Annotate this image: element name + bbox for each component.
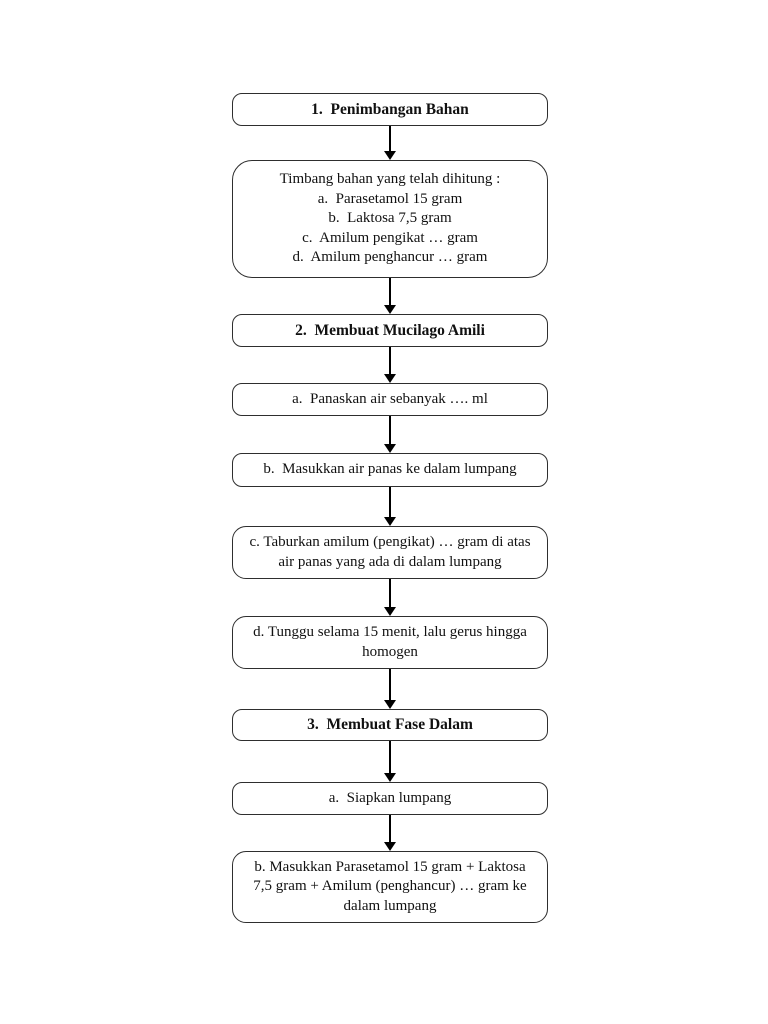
arrow-shaft: [389, 416, 391, 445]
arrow-shaft: [389, 579, 391, 608]
arrow-head: [384, 444, 396, 453]
flow-node-step-3-title: 3. Membuat Fase Dalam: [232, 709, 548, 741]
flow-node-line: d. Tunggu selama 15 menit, lalu gerus hi…: [253, 624, 527, 640]
arrow-shaft: [389, 741, 391, 774]
flow-node-line: dalam lumpang: [343, 897, 437, 914]
arrow-head: [384, 773, 396, 782]
flow-node-line: a. Siapkan lumpang: [328, 789, 452, 806]
arrow-head: [384, 517, 396, 526]
flow-arrow-down-icon: [232, 815, 548, 851]
flow-node-line: homogen: [362, 643, 418, 660]
flow-arrow-down-icon: [232, 278, 548, 314]
flow-arrow-down-icon: [232, 416, 548, 453]
arrow-shaft: [389, 669, 391, 701]
arrow-head: [384, 607, 396, 616]
flow-arrow-down-icon: [232, 669, 548, 709]
flow-node-line: a. Parasetamol 15 gram: [317, 190, 463, 207]
flow-node-line: c. Taburkan amilum (pengikat) … gram di …: [249, 534, 531, 550]
arrow-head: [384, 374, 396, 383]
flow-node-line: 2. Membuat Mucilago Amili: [295, 321, 485, 339]
flow-node-line: b. Masukkan air panas ke dalam lumpang: [263, 461, 517, 478]
flow-arrow-down-icon: [232, 126, 548, 160]
flow-node-step-2b: b. Masukkan air panas ke dalam lumpang: [232, 453, 548, 487]
flow-node-line: 7,5 gram + Amilum (penghancur) … gram ke: [253, 878, 527, 895]
flow-node-line: a. Panaskan air sebanyak …. ml: [292, 390, 488, 407]
flow-node-line: b. Masukkan Parasetamol 15 gram + Laktos…: [254, 858, 526, 875]
flow-node-line: c. Amilum pengikat … gram: [302, 229, 478, 246]
flow-node-step-2c: c. Taburkan amilum (pengikat) … gram di …: [232, 526, 548, 579]
arrow-shaft: [389, 126, 391, 152]
flow-node-line: air panas yang ada di dalam lumpang: [278, 553, 502, 570]
flow-node-line: Timbang bahan yang telah dihitung :: [279, 171, 501, 188]
arrow-shaft: [389, 278, 391, 306]
flow-node-step-2d: d. Tunggu selama 15 menit, lalu gerus hi…: [232, 616, 548, 669]
flow-node-line: d. Amilum penghancur … gram: [292, 249, 488, 266]
arrow-shaft: [389, 347, 391, 375]
flow-node-step-2a: a. Panaskan air sebanyak …. ml: [232, 383, 548, 416]
arrow-head: [384, 700, 396, 709]
flow-arrow-down-icon: [232, 347, 548, 383]
flow-node-line: 1. Penimbangan Bahan: [311, 100, 469, 118]
arrow-head: [384, 305, 396, 314]
flow-node-line: b. Laktosa 7,5 gram: [328, 210, 452, 227]
arrow-head: [384, 151, 396, 160]
flow-node-step-3b: b. Masukkan Parasetamol 15 gram + Laktos…: [232, 851, 548, 923]
flow-arrow-down-icon: [232, 579, 548, 616]
arrow-head: [384, 842, 396, 851]
flow-arrow-down-icon: [232, 741, 548, 782]
flow-node-line: 3. Membuat Fase Dalam: [307, 716, 473, 734]
flow-node-step-3a: a. Siapkan lumpang: [232, 782, 548, 815]
flow-arrow-down-icon: [232, 487, 548, 526]
flow-node-step-1-title: 1. Penimbangan Bahan: [232, 93, 548, 126]
flow-node-step-2-title: 2. Membuat Mucilago Amili: [232, 314, 548, 347]
arrow-shaft: [389, 815, 391, 843]
arrow-shaft: [389, 487, 391, 518]
flow-node-step-1-items: Timbang bahan yang telah dihitung : a. Pa…: [232, 160, 548, 278]
